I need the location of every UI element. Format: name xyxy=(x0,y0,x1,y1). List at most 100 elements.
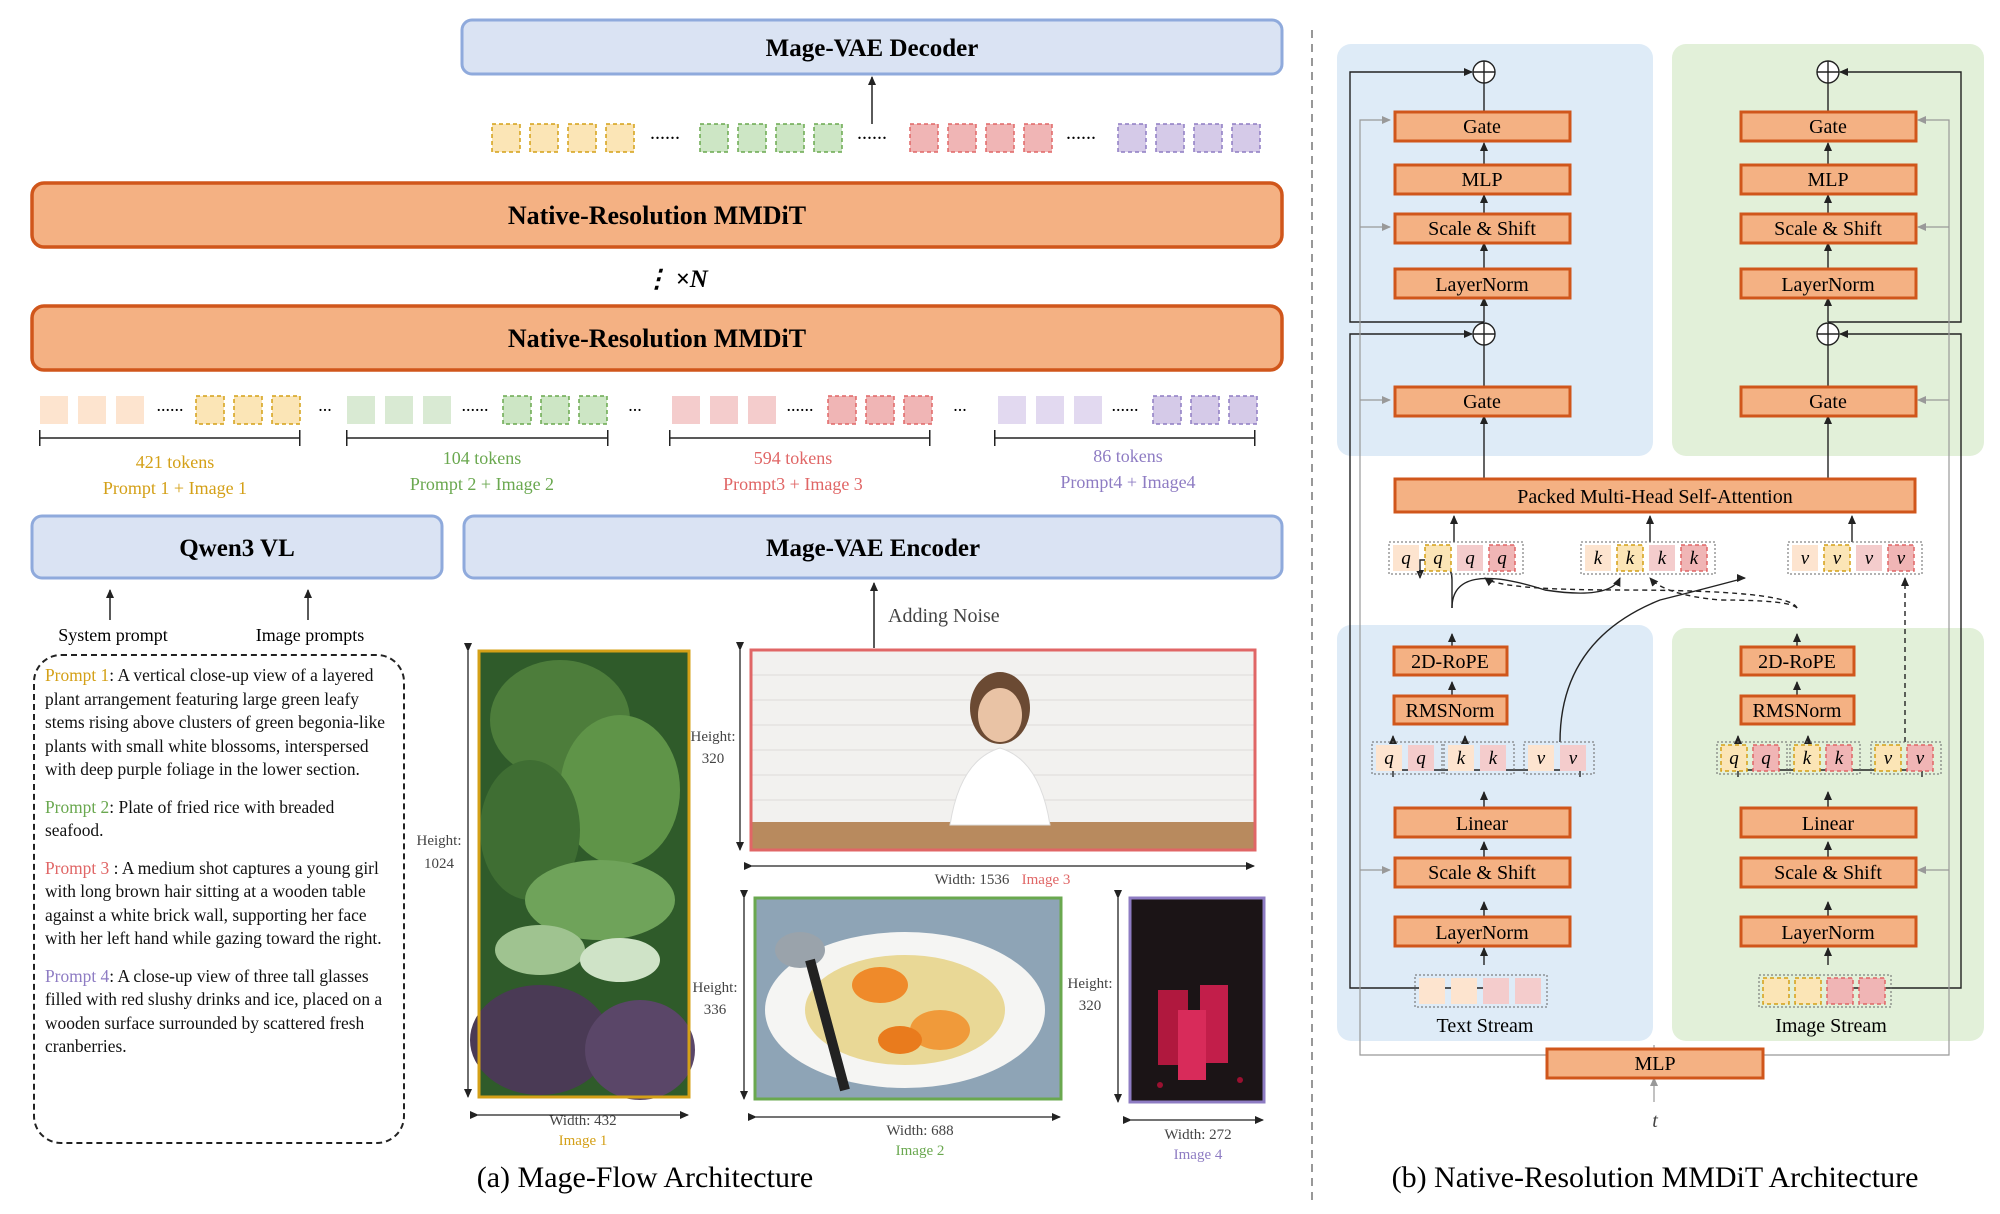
k-letter: k xyxy=(1457,748,1466,769)
k-token xyxy=(1448,745,1474,771)
img4-width: Width: 272 xyxy=(1164,1127,1231,1143)
encoder-label: Mage-VAE Encoder xyxy=(766,535,980,562)
k-letter: k xyxy=(1835,748,1844,769)
image-token xyxy=(271,395,301,425)
svg-text:Gate: Gate xyxy=(1463,116,1501,138)
encoder-box: Mage-VAE Encoder xyxy=(462,514,1284,580)
text-layernorm-bottom: LayerNorm xyxy=(1393,915,1572,948)
img1-height-label: Height: xyxy=(417,833,462,849)
img3-height-value: 320 xyxy=(702,751,725,767)
attention-box: Packed Multi-Head Self-Attention xyxy=(1393,477,1917,514)
q-letter: q xyxy=(1465,548,1475,569)
text-rmsnorm: RMSNorm xyxy=(1392,694,1509,726)
svg-text:LayerNorm: LayerNorm xyxy=(1435,922,1529,944)
image-token xyxy=(1228,395,1258,425)
svg-text:LayerNorm: LayerNorm xyxy=(1781,274,1875,296)
image-dimension-arrows xyxy=(464,642,1264,1124)
text-gate-top: Gate xyxy=(1393,110,1572,143)
caption-a: (a) Mage-Flow Architecture xyxy=(477,1161,814,1194)
image-token xyxy=(233,395,263,425)
text-token xyxy=(710,396,738,424)
img4-height-value: 320 xyxy=(1079,998,1102,1014)
k-cell: k xyxy=(1793,744,1821,772)
v-letter: v xyxy=(1569,748,1578,769)
prompt-2-text: : Plate of fried rice with breaded seafo… xyxy=(45,796,335,841)
v-token xyxy=(1792,545,1818,571)
packed-v-group xyxy=(1787,541,1923,575)
text-rope: 2D-RoPE xyxy=(1392,645,1509,677)
text-scale-shift-bottom: Scale & Shift xyxy=(1393,856,1572,889)
text-stream-token xyxy=(1515,978,1541,1004)
group-ellipsis-3: ...... xyxy=(787,395,814,415)
group4-label: Prompt4 + Image4 xyxy=(1060,472,1195,492)
decoder-token xyxy=(605,123,635,153)
q-token xyxy=(1488,544,1516,572)
q-token xyxy=(1457,545,1483,571)
decoder-token xyxy=(567,123,597,153)
mmdit-top-box: Native-Resolution MMDiT xyxy=(30,181,1284,249)
prompt-3: Prompt 3 : A medium shot captures a youn… xyxy=(45,857,393,951)
q-cell: q xyxy=(1408,745,1434,771)
v-letter: v xyxy=(1916,748,1925,769)
text-token xyxy=(748,396,776,424)
k-cell: k xyxy=(1680,544,1708,572)
v-letter: v xyxy=(1865,548,1874,569)
group-ellipsis-1: ...... xyxy=(157,395,184,415)
group-ellipsis-2: ...... xyxy=(462,395,489,415)
v-cell: v xyxy=(1856,545,1882,571)
text-stream-token xyxy=(1483,978,1509,1004)
v-token xyxy=(1887,544,1915,572)
q-letter: q xyxy=(1401,548,1411,569)
prompt-1-text: : A vertical close-up view of a layered … xyxy=(45,665,385,779)
image-layernorm-top: LayerNorm xyxy=(1739,267,1918,300)
v-cell: v xyxy=(1560,745,1586,771)
group-dots-1: ... xyxy=(318,395,332,415)
img3-width: Width: 1536 xyxy=(935,872,1010,888)
group3-label: Prompt3 + Image 3 xyxy=(723,474,863,494)
v-cell: v xyxy=(1823,544,1851,572)
img3-height-label: Height: xyxy=(691,729,736,745)
decoder-ellipsis-3: ...... xyxy=(1066,122,1096,144)
prompt-4-text: : A close-up view of three tall glasses … xyxy=(45,965,383,1057)
q-token xyxy=(1393,545,1419,571)
v-cell: v xyxy=(1906,744,1934,772)
decoder-ellipsis-2: ...... xyxy=(857,122,887,144)
q-cell: q xyxy=(1488,544,1516,572)
image-gate-top: Gate xyxy=(1739,110,1918,143)
text-linear: Linear xyxy=(1393,806,1572,839)
v-letter: v xyxy=(1801,548,1810,569)
group1-tokens: 421 tokens xyxy=(136,452,215,472)
v-letter: v xyxy=(1537,748,1546,769)
text-token xyxy=(40,396,68,424)
decoder-token xyxy=(1117,123,1147,153)
svg-text:RMSNorm: RMSNorm xyxy=(1406,700,1495,722)
q-cell: q xyxy=(1457,545,1483,571)
mmdit-bottom-label: Native-Resolution MMDiT xyxy=(508,324,806,353)
prompt-3-text: : A medium shot captures a young girl wi… xyxy=(45,857,382,949)
img1-name: Image 1 xyxy=(559,1133,608,1149)
decoder-token xyxy=(775,123,805,153)
text-layernorm-top: LayerNorm xyxy=(1393,267,1572,300)
q-cell: q xyxy=(1393,545,1419,571)
adding-noise-label: Adding Noise xyxy=(888,605,1000,627)
decoder-token xyxy=(1023,123,1053,153)
q-letter: q xyxy=(1433,548,1443,569)
img3-name: Image 3 xyxy=(1022,872,1071,888)
image-scale-shift-top: Scale & Shift xyxy=(1739,212,1918,245)
v-token xyxy=(1528,745,1554,771)
svg-text:Gate: Gate xyxy=(1463,391,1501,413)
text-token xyxy=(347,396,375,424)
text-token xyxy=(116,396,144,424)
q-token xyxy=(1424,544,1452,572)
image-token xyxy=(827,395,857,425)
v-letter: v xyxy=(1897,548,1906,569)
prompt-4: Prompt 4: A close-up view of three tall … xyxy=(45,965,393,1059)
image-token xyxy=(540,395,570,425)
svg-text:MLP: MLP xyxy=(1461,169,1502,191)
text-token xyxy=(998,396,1026,424)
v-letter: v xyxy=(1884,748,1893,769)
img2-height-value: 336 xyxy=(704,1002,727,1018)
mmdit-top-label: Native-Resolution MMDiT xyxy=(508,201,806,230)
decoder-token xyxy=(737,123,767,153)
image-rmsnorm: RMSNorm xyxy=(1739,694,1856,726)
